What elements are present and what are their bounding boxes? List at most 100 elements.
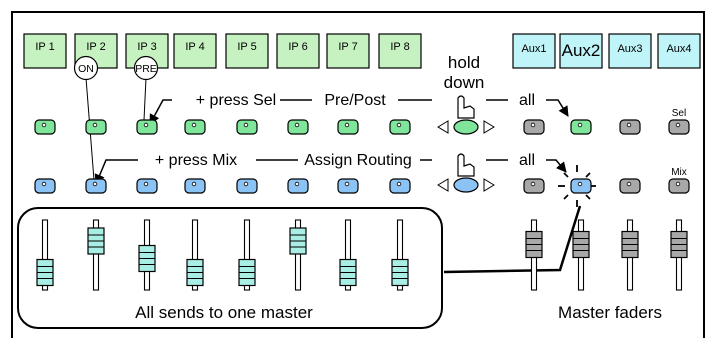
input-fader-group bbox=[17, 207, 443, 329]
sel-button-ip-4[interactable] bbox=[184, 119, 206, 135]
fader-ip-5[interactable] bbox=[238, 219, 256, 291]
fader-cap[interactable] bbox=[186, 258, 204, 287]
mix-button-ip-5[interactable] bbox=[236, 178, 258, 194]
fader-cap[interactable] bbox=[525, 230, 543, 259]
fader-ip-1[interactable] bbox=[36, 219, 54, 291]
channel-ip-8: IP 8 bbox=[378, 33, 422, 69]
sel-button-ip-6[interactable] bbox=[287, 119, 309, 135]
fader-ip-3[interactable] bbox=[138, 219, 156, 291]
channel-aux2: Aux2 bbox=[559, 33, 603, 69]
master-fader-aux3[interactable] bbox=[621, 219, 639, 291]
row2-arrow-to-aux2 bbox=[546, 159, 567, 173]
fader-track bbox=[243, 219, 251, 291]
pre-badge: PRE bbox=[135, 63, 157, 75]
mix-button-aux2[interactable] bbox=[570, 178, 592, 194]
channel-label: Aux1 bbox=[521, 43, 546, 55]
fader-cap[interactable] bbox=[238, 258, 256, 287]
mix-button-ip-7[interactable] bbox=[337, 178, 359, 194]
fader-cap[interactable] bbox=[339, 258, 357, 287]
fader-cap[interactable] bbox=[670, 230, 688, 259]
mix-button-ip-4[interactable] bbox=[184, 178, 206, 194]
pre-post-hold-button[interactable] bbox=[453, 119, 479, 135]
row2-function-label: Assign Routing bbox=[304, 152, 412, 169]
row2-press-label: + press Mix bbox=[155, 152, 237, 169]
on-badge-circle bbox=[73, 55, 99, 81]
sel-button-ip-1[interactable] bbox=[34, 119, 56, 135]
mix-button-ip-3[interactable] bbox=[136, 178, 158, 194]
fader-cap[interactable] bbox=[36, 258, 54, 287]
mix-button-aux4[interactable] bbox=[668, 178, 690, 194]
channel-label: IP 6 bbox=[288, 41, 307, 53]
mix-button-ip-2[interactable] bbox=[85, 178, 107, 194]
routing-line bbox=[443, 205, 582, 274]
channel-aux4: Aux4 bbox=[657, 33, 701, 69]
channel-ip-7: IP 7 bbox=[326, 33, 370, 69]
channel-strip-aux3 bbox=[608, 33, 652, 69]
channel-aux1: Aux1 bbox=[512, 33, 556, 69]
channel-strip-ip-5 bbox=[225, 33, 269, 69]
fader-cap[interactable] bbox=[621, 230, 639, 259]
sel-button-ip-5[interactable] bbox=[236, 119, 258, 135]
master-fader-aux1[interactable] bbox=[525, 219, 543, 291]
master-fader-aux4[interactable] bbox=[670, 219, 688, 291]
fader-cap[interactable] bbox=[391, 258, 409, 287]
mix-button-aux3[interactable] bbox=[619, 178, 641, 194]
mix-button-ip-8[interactable] bbox=[389, 178, 411, 194]
fader-ip-6[interactable] bbox=[289, 219, 307, 291]
channel-ip-5: IP 5 bbox=[225, 33, 269, 69]
fader-ip-4[interactable] bbox=[186, 219, 204, 291]
sel-button-aux1[interactable] bbox=[523, 119, 545, 135]
sel-button-aux2[interactable] bbox=[570, 119, 592, 135]
fader-ip-7[interactable] bbox=[339, 219, 357, 291]
fader-cap[interactable] bbox=[289, 227, 307, 255]
channel-label: IP 1 bbox=[35, 41, 54, 53]
fader-track bbox=[294, 219, 302, 291]
mix-button-ip-6[interactable] bbox=[287, 178, 309, 194]
row1-all-label: all bbox=[519, 92, 535, 109]
pre-badge-leader bbox=[143, 77, 147, 121]
fader-cap[interactable] bbox=[138, 244, 156, 273]
fader-cap[interactable] bbox=[87, 227, 105, 255]
channel-label: IP 7 bbox=[338, 41, 357, 53]
sel-button-label: Sel bbox=[672, 108, 686, 119]
mix-button-ip-1[interactable] bbox=[34, 178, 56, 194]
sel-button-aux3[interactable] bbox=[619, 119, 641, 135]
channel-strip-ip-1 bbox=[23, 33, 67, 69]
channel-label: IP 4 bbox=[185, 41, 204, 53]
row2-all-label: all bbox=[519, 152, 535, 169]
row2-arrow-to-ip2 bbox=[94, 159, 138, 185]
hold-label-line2: down bbox=[444, 73, 485, 92]
channel-ip-6: IP 6 bbox=[276, 33, 320, 69]
channel-strip-aux2 bbox=[559, 33, 603, 69]
channel-label: IP 2 bbox=[86, 41, 105, 53]
fader-ip-8[interactable] bbox=[391, 219, 409, 291]
channel-strip-aux4 bbox=[657, 33, 701, 69]
assign-routing-hold-button[interactable] bbox=[453, 177, 479, 193]
sends-caption: All sends to one master bbox=[135, 303, 313, 322]
fader-ip-2[interactable] bbox=[87, 219, 105, 291]
hold-finger-icon-row1 bbox=[437, 95, 495, 135]
row1-function-label: Pre/Post bbox=[324, 92, 386, 109]
fader-track bbox=[92, 219, 100, 291]
sel-button-ip-7[interactable] bbox=[337, 119, 359, 135]
sel-button-aux4[interactable] bbox=[668, 119, 690, 135]
mix-button-aux1[interactable] bbox=[523, 178, 545, 194]
sel-button-ip-3[interactable] bbox=[136, 119, 158, 135]
master-fader-aux2[interactable] bbox=[572, 219, 590, 291]
channel-strip-aux1 bbox=[512, 33, 556, 69]
sel-button-ip-2[interactable] bbox=[85, 119, 107, 135]
aux2-activity-star-icon bbox=[558, 165, 596, 207]
channel-label: IP 3 bbox=[137, 41, 156, 53]
fader-track bbox=[344, 219, 352, 291]
channel-strip-ip-7 bbox=[326, 33, 370, 69]
mix-button-label: Mix bbox=[671, 167, 687, 178]
pre-badge-circle bbox=[133, 55, 159, 81]
channel-label: Aux2 bbox=[562, 41, 601, 60]
sel-button-ip-8[interactable] bbox=[389, 119, 411, 135]
hold-label-line1: hold bbox=[448, 53, 480, 72]
channel-label: Aux3 bbox=[617, 43, 642, 55]
fader-cap[interactable] bbox=[572, 230, 590, 259]
row1-arrow-to-aux2 bbox=[546, 99, 569, 117]
